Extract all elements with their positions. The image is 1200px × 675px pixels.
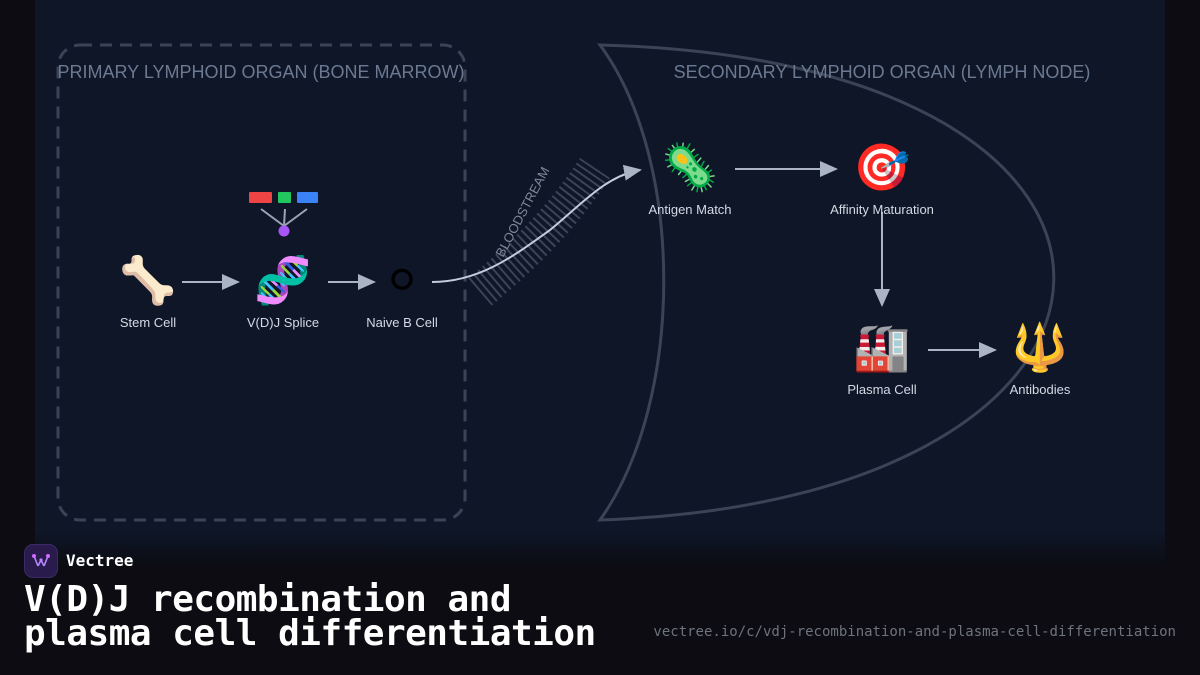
node-antibodies: 🔱 Antibodies: [960, 320, 1120, 397]
node-plasma-cell: 🏭 Plasma Cell: [802, 320, 962, 397]
tree-icon: [32, 554, 50, 567]
segment-join-line-mid: [283, 208, 286, 227]
node-label: Antigen Match: [648, 202, 732, 217]
node-naive-b-cell: ⚪ Naive B Cell: [322, 253, 482, 330]
diagram-canvas: BLOODSTREAM PRIMARY LYMPHOID ORGAN (BONE…: [35, 0, 1165, 565]
target-icon: 🎯: [853, 141, 911, 193]
footer-bar: [0, 530, 1200, 675]
white-circle-icon: ⚪: [382, 254, 422, 306]
bloodstream-flow-arrow: [431, 164, 642, 283]
node-label: Antibodies: [1009, 382, 1071, 397]
node-label: Affinity Maturation: [830, 202, 934, 217]
node-affinity-maturation: 🎯 Affinity Maturation: [802, 140, 962, 217]
diagram-graphics: BLOODSTREAM: [56, 43, 1056, 522]
node-label: Naive B Cell: [366, 315, 438, 330]
primary-organ-boundary: [56, 43, 467, 522]
page-url[interactable]: vectree.io/c/vdj-recombination-and-plasm…: [653, 624, 1176, 640]
bloodstream-band: [468, 157, 610, 306]
primary-organ-title: PRIMARY LYMPHOID ORGAN (BONE MARROW): [57, 62, 465, 82]
secondary-organ-boundary: [596, 43, 1056, 522]
node-label: V(D)J Splice: [246, 315, 320, 330]
brand-logo: [24, 544, 58, 578]
joined-segment-dot: [278, 225, 290, 237]
page-title: V(D)J recombination and plasma cell diff…: [24, 579, 596, 654]
bone-icon: 🦴: [119, 254, 177, 306]
brand-name: Vectree: [66, 551, 134, 570]
node-vdj-splice: 🧬 V(D)J Splice: [203, 253, 363, 330]
node-stem-cell: 🦴 Stem Cell: [68, 253, 228, 330]
node-label: Stem Cell: [119, 315, 177, 330]
segment-join-line-right: [283, 208, 308, 227]
segment-join-line-left: [260, 208, 285, 227]
trident-icon: 🔱: [1011, 321, 1069, 373]
secondary-organ-title: SECONDARY LYMPHOID ORGAN (LYMPH NODE): [673, 62, 1091, 82]
node-label: Plasma Cell: [847, 382, 917, 397]
dna-icon: 🧬: [254, 254, 312, 306]
gene-segment-j: [297, 192, 318, 203]
gene-segment-v: [249, 192, 272, 203]
microbe-icon: 🦠: [661, 141, 719, 193]
factory-icon: 🏭: [853, 321, 911, 373]
gene-segments-glyph: [249, 192, 318, 237]
gene-segment-d: [278, 192, 291, 203]
node-antigen-match: 🦠 Antigen Match: [610, 140, 770, 217]
